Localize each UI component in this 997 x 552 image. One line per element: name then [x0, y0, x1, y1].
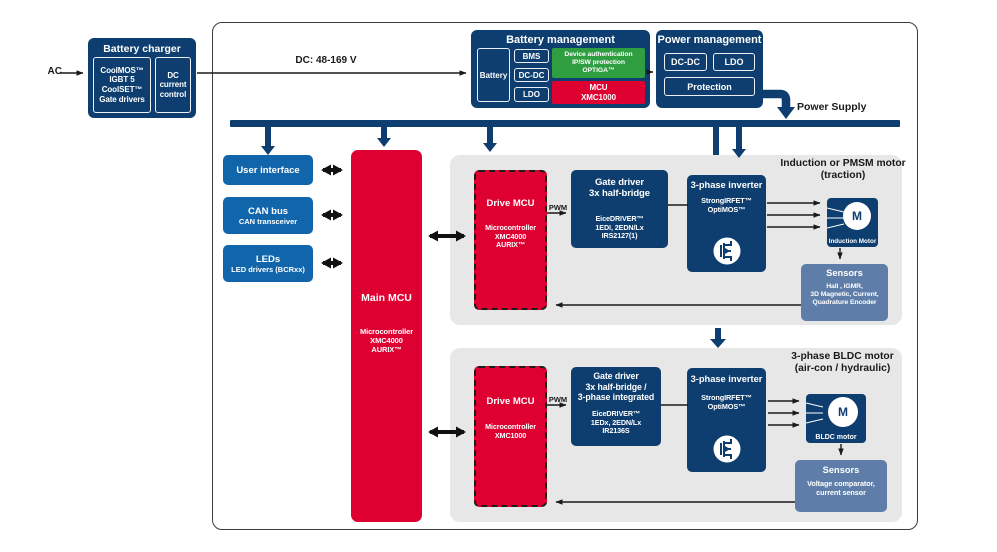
traction-gate-driver: Gate driver 3x half-bridge EiceDRIVER™ 1…: [571, 170, 668, 248]
power-management-block: Power management DC-DC LDO Protection: [656, 30, 763, 108]
traction-inverter: 3-phase inverter StrongIRFET™ OptiMOS™: [687, 175, 766, 272]
power-management-title: Power management: [657, 34, 762, 46]
motor-winding-icon: [827, 207, 845, 229]
device-authentication-block: Device authentication IP/SW protection O…: [552, 48, 645, 78]
traction-pwm-label: PWM: [548, 203, 568, 212]
battery-cell: Battery: [477, 48, 510, 102]
can-bus-title: CAN bus: [247, 205, 289, 217]
pm-ldo-block: LDO: [713, 53, 755, 71]
traction-header: Induction or PMSM motor (traction): [780, 158, 906, 182]
traction-motor-label: Induction Motor: [828, 238, 877, 245]
bldc-gate-driver-detail: EiceDRIVER™ 1EDx, 2EDN/Lx IR2136S: [590, 409, 642, 436]
bm-mcu-block: MCU XMC1000: [552, 81, 645, 104]
traction-drive-mcu-detail: Microcontroller XMC4000 AURIX™: [485, 223, 536, 250]
dc-current-control: DC current control: [155, 57, 191, 113]
motor-winding-icon: [806, 402, 824, 424]
user-interface-title: User interface: [236, 164, 300, 176]
bldc-pwm-label: PWM: [548, 395, 568, 404]
bldc-drive-mcu: Drive MCU Microcontroller XMC1000: [474, 366, 547, 507]
bldc-drive-mcu-detail: Microcontroller XMC1000: [485, 422, 536, 440]
traction-inverter-title: 3-phase inverter: [690, 180, 763, 190]
traction-motor-block: M Induction Motor: [827, 198, 878, 247]
mosfet-icon: [713, 237, 740, 265]
can-bus-subtitle: CAN transceiver: [238, 216, 298, 226]
user-interface-block: User interface: [223, 155, 313, 185]
bldc-sensors-title: Sensors: [822, 465, 860, 475]
main-mcu-block: Main MCU Microcontroller XMC4000 AURIX™: [351, 150, 422, 522]
battery-management-title: Battery management: [506, 34, 615, 46]
power-supply-label: Power Supply: [797, 101, 867, 113]
traction-drive-mcu: Drive MCU Microcontroller XMC4000 AURIX™: [474, 170, 547, 310]
dcdc-block: DC-DC: [514, 68, 549, 82]
bldc-header: 3-phase BLDC motor (air-con / hydraulic): [791, 351, 894, 375]
main-mcu-detail: Microcontroller XMC4000 AURIX™: [359, 327, 414, 354]
bldc-gate-driver-title: Gate driver 3x half-bridge / 3-phase int…: [577, 371, 655, 403]
bldc-inverter: 3-phase inverter StrongIRFET™ OptiMOS™: [687, 368, 766, 472]
dc-link-voltage-label: DC: 48-169 V: [295, 55, 357, 66]
bldc-motor-block: M BLDC motor: [806, 394, 866, 443]
leds-subtitle: LED drivers (BCRxx): [231, 264, 305, 274]
bldc-motor-label: BLDC motor: [815, 434, 857, 441]
bms-block: BMS: [514, 49, 549, 63]
traction-drive-mcu-title: Drive MCU: [486, 198, 535, 209]
bldc-drive-mcu-title: Drive MCU: [486, 396, 535, 407]
bldc-gate-driver: Gate driver 3x half-bridge / 3-phase int…: [571, 367, 661, 446]
pm-protection-block: Protection: [664, 77, 755, 96]
traction-sensors-detail: Hall , iGMR, 3D Magnetic, Current, Quadr…: [810, 283, 879, 307]
traction-inverter-detail: StrongIRFET™ OptiMOS™: [701, 196, 752, 214]
motor-icon: M: [843, 202, 871, 230]
battery-charger-devices: CoolMOS™ IGBT 5 CoolSET™ Gate drivers: [93, 57, 151, 113]
can-bus-block: CAN bus CAN transceiver: [223, 197, 313, 234]
battery-management-block: Battery management Battery BMS DC-DC LDO…: [471, 30, 650, 108]
traction-gate-driver-title: Gate driver 3x half-bridge: [589, 177, 650, 200]
traction-gate-driver-detail: EiceDRIVER™ 1EDI, 2EDN/Lx IRS2127(1): [595, 214, 644, 241]
battery-charger-block: Battery charger CoolMOS™ IGBT 5 CoolSET™…: [88, 38, 196, 118]
bldc-sensors-detail: Voltage comparator, current sensor: [807, 479, 875, 497]
mosfet-icon: [713, 435, 740, 463]
ac-source-label: AC: [47, 66, 62, 77]
pm-dcdc-block: DC-DC: [664, 53, 707, 71]
battery-charger-title: Battery charger: [103, 43, 181, 55]
traction-sensors-title: Sensors: [826, 268, 863, 278]
traction-sensors-block: Sensors Hall , iGMR, 3D Magnetic, Curren…: [801, 264, 888, 321]
ldo-block: LDO: [514, 87, 549, 102]
leds-block: LEDs LED drivers (BCRxx): [223, 245, 313, 282]
main-mcu-title: Main MCU: [361, 292, 412, 304]
bldc-inverter-detail: StrongIRFET™ OptiMOS™: [701, 393, 752, 411]
bldc-sensors-block: Sensors Voltage comparator, current sens…: [795, 460, 887, 512]
bldc-inverter-title: 3-phase inverter: [690, 374, 763, 384]
leds-title: LEDs: [255, 253, 281, 265]
motor-icon: M: [828, 397, 858, 427]
